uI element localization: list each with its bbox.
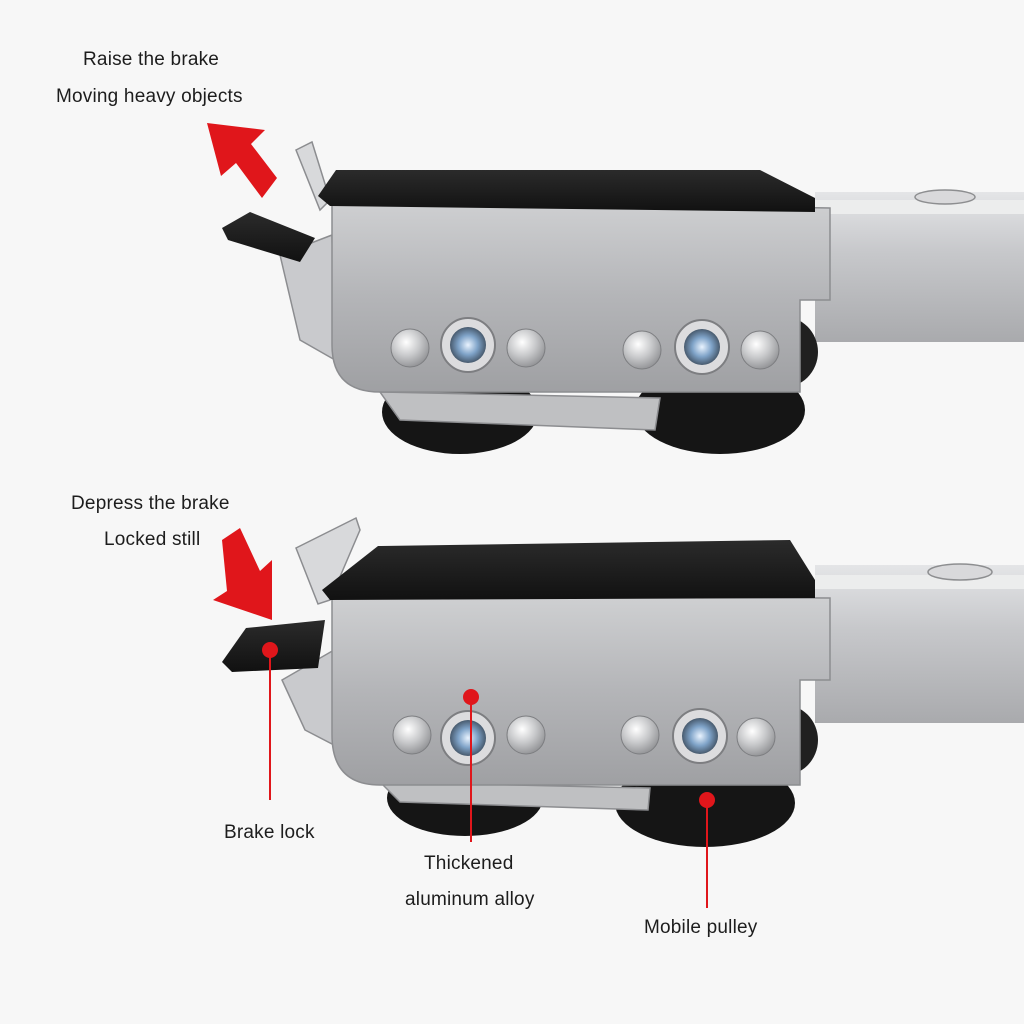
raise-brake-label: Raise the brake <box>83 49 220 70</box>
alloy-label-line1: Thickened <box>424 853 514 874</box>
lower-bracket <box>378 391 661 431</box>
alloy-label-line2: aluminum alloy <box>405 889 535 910</box>
brake-lock-label: Brake lock <box>224 822 315 843</box>
locked-still-label: Locked still <box>104 529 201 550</box>
depress-brake-label: Depress the brake <box>71 493 230 514</box>
rubber-pad <box>318 170 815 212</box>
caster-assembly-locked <box>222 516 1024 847</box>
rubber-pad <box>322 540 815 600</box>
callout-alloy-marker <box>463 689 479 842</box>
extension-bar <box>815 565 1024 723</box>
callout-pulley-marker <box>699 792 715 908</box>
bar-screw <box>927 563 993 581</box>
lower-bracket <box>378 781 651 811</box>
callout-brake-lock-marker <box>262 642 278 800</box>
moving-objects-label: Moving heavy objects <box>56 86 243 107</box>
bar-screw <box>914 189 976 205</box>
raise-arrow-icon <box>207 123 277 198</box>
pulley-label: Mobile pulley <box>644 917 758 938</box>
side-plate <box>331 595 831 786</box>
extension-bar <box>815 192 1024 342</box>
depress-arrow-icon <box>213 528 272 620</box>
front-lip <box>295 516 361 605</box>
brake-pedal <box>222 212 315 262</box>
caster-assembly-raised <box>222 140 1024 454</box>
